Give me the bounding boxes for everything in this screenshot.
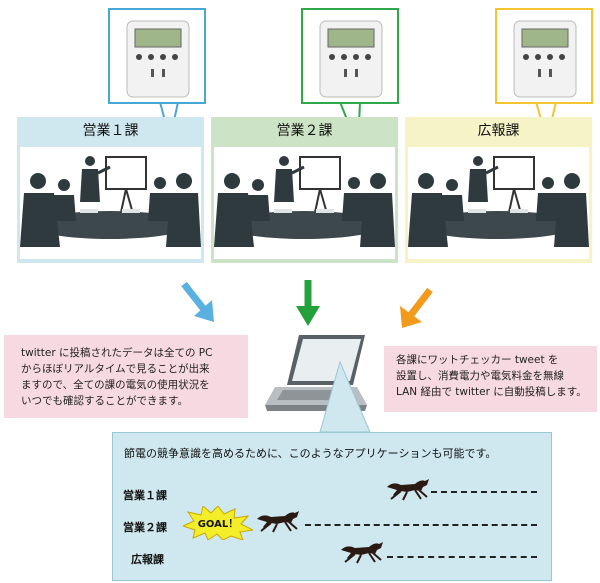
watt-checker-device-icon bbox=[513, 20, 577, 98]
race-callout-tail bbox=[319, 360, 371, 433]
progress-dashes bbox=[431, 491, 537, 493]
horse-icon bbox=[257, 511, 299, 533]
department-panel-3: 広報課 bbox=[405, 117, 592, 263]
department-title: 営業１課 bbox=[82, 123, 139, 139]
lane-label-2: 営業２課 bbox=[123, 521, 167, 534]
progress-dashes bbox=[387, 556, 537, 558]
note-line: 各課にワットチェッカー tweet を bbox=[396, 354, 559, 366]
goal-label: GOAL！ bbox=[198, 518, 239, 530]
note-line: twitter に投稿されたデータは全ての PC bbox=[21, 347, 213, 359]
watt-checker-device-icon bbox=[319, 20, 383, 98]
progress-dashes bbox=[305, 524, 537, 526]
watt-checker-device-icon bbox=[126, 20, 190, 98]
meeting-illustration bbox=[214, 147, 395, 259]
arrow-down-icon bbox=[296, 280, 320, 326]
lane-label-3: 広報課 bbox=[131, 553, 164, 566]
note-line: いつでも確認することができます。 bbox=[21, 395, 188, 407]
note-line: LAN 経由で twitter に自動投稿します。 bbox=[396, 386, 587, 398]
arrow-down-left-icon bbox=[400, 287, 433, 328]
note-line: ますので、全ての課の電気の使用状況を bbox=[21, 379, 210, 391]
meeting-illustration bbox=[20, 147, 201, 259]
horse-icon bbox=[341, 542, 383, 564]
arrow-down-right-icon bbox=[181, 281, 214, 322]
realtime-viewing-note: twitter に投稿されたデータは全ての PC からほぼリアルタイムで見ること… bbox=[4, 335, 248, 418]
watt-checker-callout-1 bbox=[108, 8, 206, 104]
race-app-panel: 節電の競争意識を高めるために、このようなアプリケーションも可能です。 営業１課 … bbox=[112, 432, 552, 581]
department-title: 営業２課 bbox=[276, 123, 333, 139]
department-panel-2: 営業２課 bbox=[211, 117, 398, 263]
race-description: 節電の競争意識を高めるために、このようなアプリケーションも可能です。 bbox=[124, 447, 497, 460]
watt-checker-callout-3 bbox=[495, 8, 593, 104]
meeting-illustration bbox=[408, 147, 589, 259]
note-line: からほぼリアルタイムで見ることが出来 bbox=[21, 363, 210, 375]
department-title: 広報課 bbox=[477, 123, 520, 139]
goal-starburst: GOAL！ bbox=[183, 506, 253, 540]
department-panel-1: 営業１課 bbox=[17, 117, 204, 263]
lane-label-1: 営業１課 bbox=[123, 489, 167, 502]
watt-checker-callout-2 bbox=[301, 8, 399, 104]
auto-posting-note: 各課にワットチェッカー tweet を 設置し、消費電力や電気料金を無線 LAN… bbox=[384, 346, 597, 412]
horse-icon bbox=[387, 479, 429, 501]
note-line: 設置し、消費電力や電気料金を無線 bbox=[396, 370, 564, 382]
